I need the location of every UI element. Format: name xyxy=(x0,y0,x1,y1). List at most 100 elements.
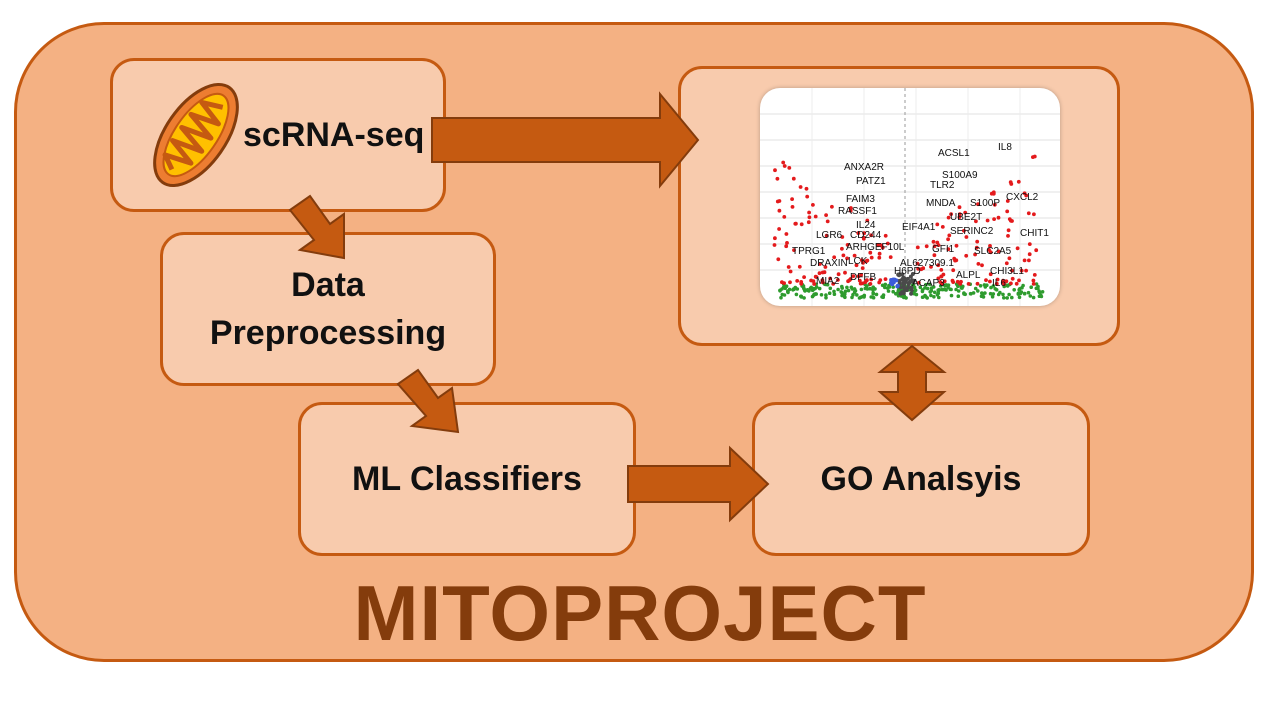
volcano-point xyxy=(1039,294,1044,299)
volcano-point xyxy=(832,292,837,296)
volcano-point xyxy=(932,295,936,299)
volcano-point xyxy=(988,244,992,248)
volcano-point xyxy=(940,287,944,292)
volcano-gene-label: LGR6 xyxy=(816,230,843,241)
volcano-point xyxy=(971,291,976,295)
volcano-point xyxy=(836,278,840,282)
volcano-point xyxy=(845,256,849,261)
volcano-point xyxy=(773,236,777,241)
volcano-gene-label: LCK xyxy=(848,256,868,267)
volcano-point xyxy=(778,288,782,293)
volcano-point xyxy=(992,202,997,207)
volcano-gene-label: CHIT1 xyxy=(1020,228,1049,239)
volcano-point xyxy=(1006,234,1010,238)
volcano-gene-label: ALPL xyxy=(956,270,981,281)
volcano-point xyxy=(840,235,845,239)
volcano-point xyxy=(1022,291,1027,296)
volcano-point xyxy=(939,274,944,279)
volcano-point xyxy=(1037,290,1042,295)
volcano-gene-label: GFI1 xyxy=(932,244,955,255)
volcano-point xyxy=(871,285,875,289)
volcano-point xyxy=(901,275,906,280)
volcano-point xyxy=(890,282,895,287)
volcano-point xyxy=(1007,292,1011,297)
volcano-gene-label: PATZ1 xyxy=(856,176,886,187)
volcano-point xyxy=(819,293,824,297)
volcano-point xyxy=(849,206,853,210)
volcano-point xyxy=(919,267,924,272)
volcano-gene-label: FAIM3 xyxy=(846,194,875,205)
volcano-point xyxy=(880,245,885,250)
volcano-point xyxy=(806,288,810,293)
volcano-grid xyxy=(760,88,1060,306)
volcano-point xyxy=(788,280,792,285)
volcano-point xyxy=(966,282,971,286)
volcano-point xyxy=(772,243,777,247)
volcano-point xyxy=(830,204,834,209)
volcano-point xyxy=(823,265,828,269)
volcano-point xyxy=(936,288,941,293)
volcano-point xyxy=(777,208,782,213)
volcano-point xyxy=(957,212,962,217)
volcano-point xyxy=(939,268,944,272)
volcano-point xyxy=(1015,246,1020,251)
volcano-point xyxy=(1001,278,1005,283)
volcano-point xyxy=(901,282,906,287)
volcano-point xyxy=(813,292,818,296)
volcano-point xyxy=(861,261,865,265)
go-analysis-label: GO Analsyis xyxy=(820,459,1022,498)
volcano-point xyxy=(983,285,988,289)
volcano-point xyxy=(1024,193,1029,198)
volcano-point xyxy=(909,291,914,296)
volcano-point xyxy=(859,273,863,277)
volcano-point xyxy=(1016,179,1021,184)
volcano-point xyxy=(976,262,981,266)
volcano-point xyxy=(782,293,787,297)
volcano-point xyxy=(862,295,866,299)
volcano-point xyxy=(956,289,961,293)
volcano-point xyxy=(995,277,1000,282)
volcano-point xyxy=(898,291,903,296)
volcano-point xyxy=(1031,295,1036,300)
volcano-point xyxy=(874,292,879,297)
volcano-point xyxy=(932,253,937,258)
volcano-point xyxy=(1004,261,1009,266)
volcano-point xyxy=(1040,290,1045,294)
volcano-point xyxy=(814,275,819,279)
volcano-point xyxy=(883,282,888,287)
volcano-point xyxy=(894,292,898,296)
volcano-point xyxy=(908,279,913,284)
volcano-point xyxy=(897,278,902,283)
volcano-point xyxy=(824,293,828,297)
volcano-point xyxy=(787,166,792,170)
ml-classifiers-label: ML Classifiers xyxy=(352,459,582,498)
volcano-point xyxy=(987,248,991,252)
volcano-point xyxy=(869,233,873,238)
volcano-point xyxy=(824,296,828,300)
volcano-point xyxy=(790,197,794,201)
volcano-point xyxy=(802,296,806,300)
volcano-point xyxy=(782,281,786,285)
volcano-point xyxy=(824,213,828,217)
volcano-point xyxy=(871,295,876,300)
volcano-point xyxy=(903,279,908,284)
volcano-point xyxy=(776,257,781,262)
volcano-point xyxy=(915,261,920,266)
volcano-point xyxy=(979,294,984,298)
volcano-point xyxy=(1010,268,1014,273)
volcano-point xyxy=(980,263,984,268)
volcano-gene-label: EIF4A1 xyxy=(902,222,936,233)
volcano-gene-label: ACAP3 xyxy=(912,278,945,289)
volcano-point xyxy=(888,255,893,259)
volcano-point xyxy=(840,284,844,289)
data-preprocessing-box: Data Preprocessing xyxy=(160,232,496,386)
volcano-gene-label: RASSF1 xyxy=(838,206,877,217)
volcano-gene-label: MNDA xyxy=(926,198,956,209)
volcano-point xyxy=(935,222,940,227)
volcano-point xyxy=(784,244,789,249)
volcano-point xyxy=(799,280,804,284)
project-title: MITOPROJECT xyxy=(353,569,927,657)
volcano-point xyxy=(1012,288,1016,292)
volcano-point xyxy=(1032,273,1037,277)
